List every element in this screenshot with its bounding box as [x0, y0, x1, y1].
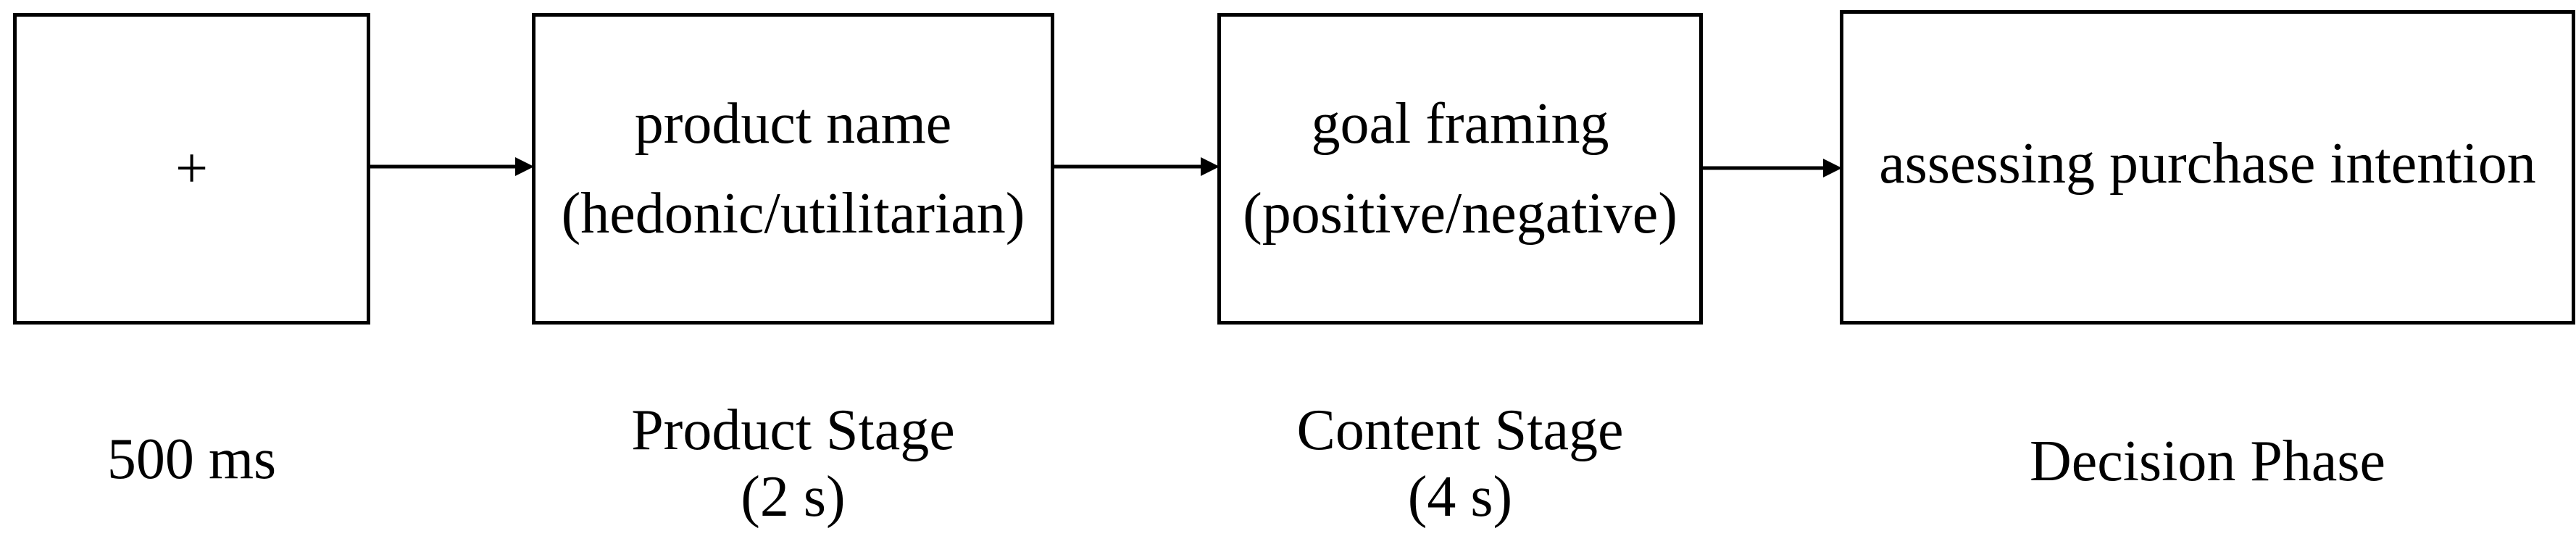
- arrow-product-to-content: [1054, 157, 1220, 176]
- decision-phase-box: assessing purchase intention: [1840, 10, 2575, 325]
- product-stage-title: Product Stage: [631, 398, 955, 462]
- product-stage-box: product name (hedonic/utilitarian): [532, 13, 1054, 325]
- product-type-label: (hedonic/utilitarian): [561, 182, 1025, 246]
- content-stage-caption: Content Stage (4 s): [1217, 397, 1703, 530]
- framing-valence-label: (positive/negative): [1243, 182, 1677, 246]
- fixation-cross: +: [175, 137, 209, 201]
- purchase-intention-label: assessing purchase intention: [1879, 132, 2536, 196]
- product-stage-caption: Product Stage (2 s): [532, 397, 1054, 530]
- arrow-content-to-decision: [1703, 159, 1842, 177]
- product-name-label: product name: [634, 92, 952, 156]
- fixation-duration-label: 500 ms: [107, 427, 277, 491]
- arrow-fixation-to-product: [370, 157, 534, 176]
- fixation-duration-caption: 500 ms: [13, 426, 370, 493]
- content-stage-duration: (4 s): [1407, 465, 1513, 529]
- product-stage-duration: (2 s): [741, 465, 846, 529]
- decision-phase-title: Decision Phase: [2029, 430, 2385, 493]
- content-stage-title: Content Stage: [1296, 398, 1624, 462]
- fixation-box: +: [13, 13, 370, 325]
- goal-framing-label: goal framing: [1311, 92, 1609, 156]
- content-stage-box: goal framing (positive/negative): [1217, 13, 1703, 325]
- decision-phase-caption: Decision Phase: [1840, 428, 2575, 495]
